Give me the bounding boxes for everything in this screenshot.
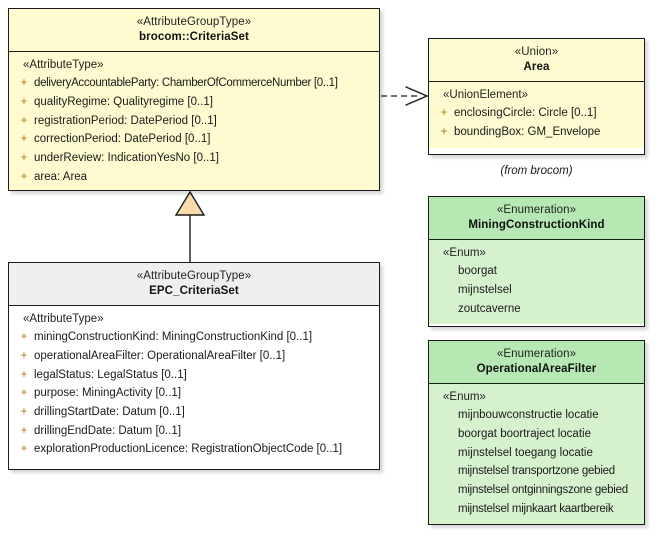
attribute-label: operationalAreaFilter: OperationalAreaFi…: [34, 350, 286, 363]
attribute-row[interactable]: + area: Area: [14, 168, 374, 187]
visibility-marker: +: [20, 151, 28, 164]
enum-name-label: MiningConstructionKind: [468, 218, 605, 231]
attribute-row[interactable]: + purpose: MiningActivity [0..1]: [14, 384, 374, 403]
visibility-marker: +: [20, 114, 28, 127]
attribute-label: correctionPeriod: DatePeriod [0..1]: [34, 133, 211, 146]
attribute-label: legalStatus: LegalStatus [0..1]: [34, 368, 187, 381]
attribute-row[interactable]: + deliveryAccountableParty: ChamberOfCom…: [14, 74, 374, 93]
attribute-row[interactable]: + legalStatus: LegalStatus [0..1]: [14, 366, 374, 385]
attribute-row[interactable]: + registrationPeriod: DatePeriod [0..1]: [14, 112, 374, 131]
enum-header-operational-area-filter: «Enumeration» OperationalAreaFilter: [429, 341, 644, 385]
stereotype-label: «AttributeGroupType»: [136, 270, 252, 282]
enum-group-label: «Enum»: [443, 247, 486, 260]
attribute-label: qualityRegime: Qualityregime [0..1]: [34, 96, 213, 109]
attribute-label: area: Area: [34, 170, 88, 183]
enum-header-mining-construction-kind: «Enumeration» MiningConstructionKind: [429, 197, 644, 241]
enum-literal-row[interactable]: zoutcaverne: [458, 302, 521, 315]
class-name-label: Area: [523, 60, 550, 73]
attribute-label: underReview: IndicationYesNo [0..1]: [34, 151, 219, 164]
stereotype-label: «Union»: [514, 46, 559, 58]
package-origin-caption: (from brocom): [500, 165, 573, 177]
dependency-open-arrowhead: [405, 86, 429, 106]
enum-box-operational-area-filter[interactable]: «Enumeration» OperationalAreaFilter «Enu…: [428, 340, 645, 525]
attribute-label: miningConstructionKind: MiningConstructi…: [34, 331, 313, 344]
class-header-area-union: «Union» Area: [429, 39, 644, 83]
attribute-label: purpose: MiningActivity [0..1]: [34, 387, 182, 400]
visibility-marker: +: [20, 443, 28, 456]
attribute-label: registrationPeriod: DatePeriod [0..1]: [34, 114, 217, 127]
generalization-triangle: [174, 190, 206, 216]
class-header-epc-criteria-set: «AttributeGroupType» EPC_CriteriaSet: [9, 263, 379, 307]
enum-literal-row[interactable]: mijnstelsel transportzone gebied: [458, 465, 615, 478]
attribute-row[interactable]: + qualityRegime: Qualityregime [0..1]: [14, 93, 374, 112]
class-body-area-union: «UnionElement» + enclosingCircle: Circle…: [429, 82, 644, 148]
class-box-area-union[interactable]: «Union» Area «UnionElement» + enclosingC…: [428, 38, 645, 155]
stereotype-label: «AttributeGroupType»: [136, 16, 252, 28]
visibility-marker: +: [20, 331, 28, 344]
class-name-label: brocom::CriteriaSet: [139, 30, 249, 43]
attribute-row[interactable]: + explorationProductionLicence: Registra…: [14, 440, 374, 459]
visibility-marker: +: [20, 77, 28, 90]
attribute-row[interactable]: + correctionPeriod: DatePeriod [0..1]: [14, 130, 374, 149]
class-name-label: EPC_CriteriaSet: [149, 284, 239, 297]
visibility-marker: +: [20, 424, 28, 437]
class-body-epc-criteria-set: «AttributeType» + miningConstructionKind…: [9, 306, 379, 465]
attribute-row[interactable]: + boundingBox: GM_Envelope: [434, 123, 639, 142]
class-box-epc-criteria-set[interactable]: «AttributeGroupType» EPC_CriteriaSet «At…: [8, 262, 380, 470]
class-box-criteria-set[interactable]: «AttributeGroupType» brocom::CriteriaSet…: [8, 8, 380, 191]
enum-box-mining-construction-kind[interactable]: «Enumeration» MiningConstructionKind «En…: [428, 196, 645, 327]
attribute-row[interactable]: + drillingStartDate: Datum [0..1]: [14, 403, 374, 422]
enum-literal-row[interactable]: mijnstelsel ontginningszone gebied: [458, 483, 628, 496]
visibility-marker: +: [20, 133, 28, 146]
visibility-marker: +: [440, 107, 448, 120]
attribute-label: drillingEndDate: Datum [0..1]: [34, 424, 182, 437]
enum-body-operational-area-filter: «Enum» mijnbouwconstructie locatie boorg…: [429, 384, 644, 524]
class-body-criteria-set: «AttributeType» + deliveryAccountablePar…: [9, 52, 379, 190]
enum-group-label: «Enum»: [443, 391, 486, 404]
attribute-group-label: «UnionElement»: [443, 89, 529, 102]
attribute-row[interactable]: + underReview: IndicationYesNo [0..1]: [14, 149, 374, 168]
attribute-row[interactable]: + enclosingCircle: Circle [0..1]: [434, 104, 639, 123]
attribute-label: boundingBox: GM_Envelope: [454, 126, 601, 139]
attribute-row[interactable]: + operationalAreaFilter: OperationalArea…: [14, 347, 374, 366]
attribute-label: enclosingCircle: Circle [0..1]: [454, 107, 597, 120]
visibility-marker: +: [20, 368, 28, 381]
enum-literal-row[interactable]: mijnstelsel toegang locatie: [458, 446, 593, 459]
visibility-marker: +: [20, 96, 28, 109]
enum-name-label: OperationalAreaFilter: [476, 362, 597, 375]
visibility-marker: +: [20, 170, 28, 183]
attribute-group-label: «AttributeType»: [23, 313, 104, 326]
enum-literal-row[interactable]: mijnbouwconstructie locatie: [458, 409, 599, 422]
enum-literal-row[interactable]: mijnstelsel: [458, 284, 512, 297]
enum-literal-row[interactable]: mijnstelsel mijnkaart kaartbereik: [458, 502, 614, 515]
class-header-criteria-set: «AttributeGroupType» brocom::CriteriaSet: [9, 9, 379, 53]
attribute-label: deliveryAccountableParty: ChamberOfComme…: [34, 77, 338, 90]
stereotype-label: «Enumeration»: [496, 204, 577, 216]
generalization-connector[interactable]: [174, 190, 206, 262]
attribute-row[interactable]: + miningConstructionKind: MiningConstruc…: [14, 328, 374, 347]
stereotype-label: «Enumeration»: [496, 348, 577, 360]
enum-literal-row[interactable]: boorgat boortraject locatie: [458, 428, 591, 441]
enum-literal-row[interactable]: boorgat: [458, 265, 498, 278]
visibility-marker: +: [20, 405, 28, 418]
enum-body-mining-construction-kind: «Enum» boorgat mijnstelsel zoutcaverne: [429, 240, 644, 325]
attribute-label: drillingStartDate: Datum [0..1]: [34, 405, 185, 418]
attribute-row[interactable]: + drillingEndDate: Datum [0..1]: [14, 422, 374, 441]
attribute-group-label: «AttributeType»: [23, 59, 104, 72]
visibility-marker: +: [20, 350, 28, 363]
visibility-marker: +: [440, 126, 448, 139]
visibility-marker: +: [20, 387, 28, 400]
attribute-label: explorationProductionLicence: Registrati…: [34, 443, 343, 456]
dependency-connector[interactable]: [381, 86, 429, 106]
